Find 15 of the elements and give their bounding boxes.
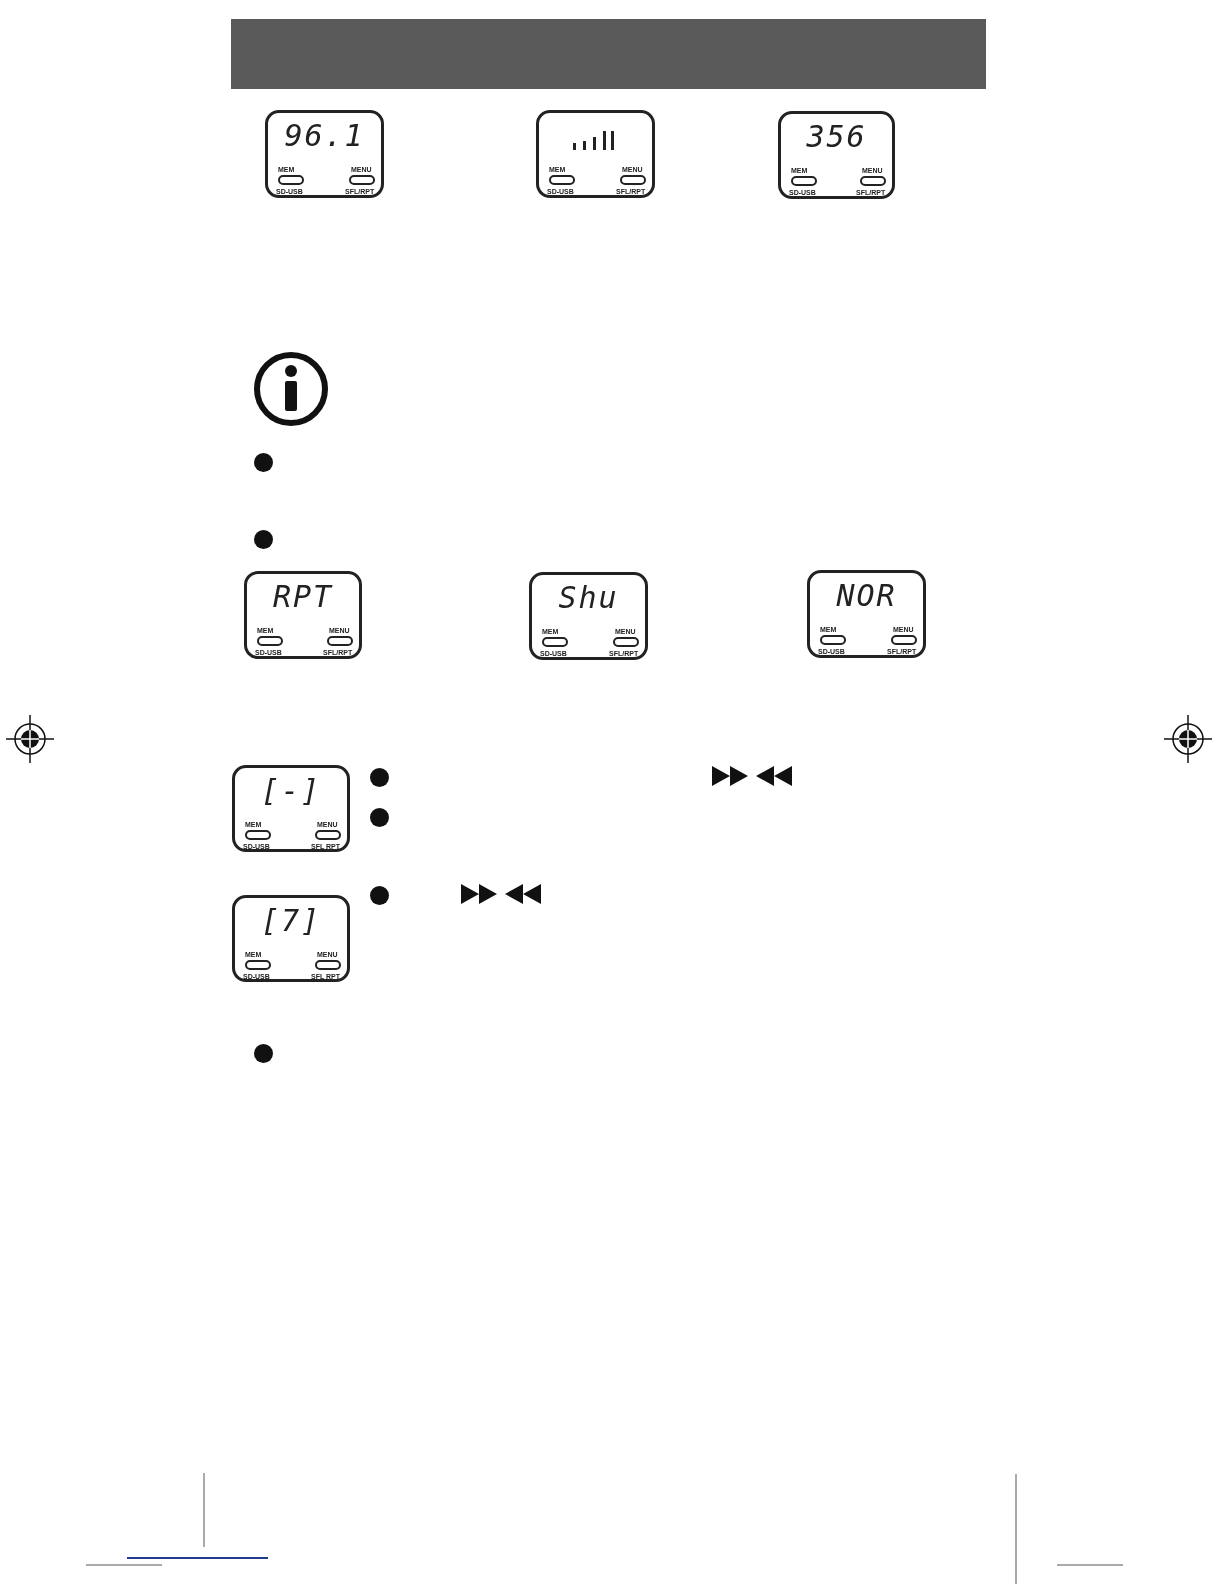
display-reading: [7] [259,904,323,938]
lcd-display-panel [265,110,384,198]
display-reading: 356 [805,120,868,154]
lcd-display-panel [244,571,362,659]
display-reading: Shu [557,581,620,615]
display-reading: [-] [259,774,323,808]
lcd-display-panel [807,570,926,658]
lcd-display-panel [778,111,895,199]
display-reading: 96.1 [283,119,366,153]
display-reading: NOR [835,579,898,613]
lcd-display-panel [536,110,655,198]
lcd-display-panel [529,572,648,660]
lcd-display-panel [232,765,350,852]
display-reading: RPT [271,580,335,614]
lcd-display-panel [232,895,350,982]
